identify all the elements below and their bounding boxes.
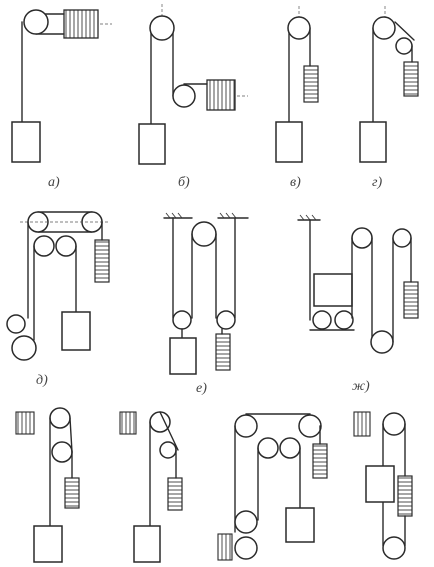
winch-drum [217, 533, 233, 561]
counterweight [94, 239, 110, 283]
pulley [11, 335, 37, 361]
counterweight [312, 443, 328, 479]
pulley [234, 414, 258, 438]
pulley [51, 441, 73, 463]
pulley [372, 16, 396, 40]
pulley [370, 330, 394, 354]
scheme-bottom-3 [217, 413, 328, 561]
pulley [382, 536, 406, 560]
winch-drum [119, 411, 137, 435]
pulley [351, 227, 373, 249]
pulley [191, 221, 217, 247]
load-block [61, 311, 91, 351]
label-g: г) [372, 175, 382, 190]
counterweight [215, 333, 231, 371]
pulley [172, 84, 196, 108]
scheme-b: б) [138, 4, 248, 190]
pulley [149, 15, 175, 41]
label-d: д) [36, 373, 48, 388]
counterweight [403, 281, 419, 319]
label-b: б) [178, 175, 190, 190]
load-block [365, 465, 395, 503]
load-block [138, 123, 166, 165]
pulley [392, 228, 412, 248]
scheme-e: е) [163, 212, 249, 396]
load-block [133, 525, 161, 563]
counterweight [397, 475, 413, 517]
winch-drum [15, 411, 35, 435]
winch-drum [353, 411, 371, 437]
counterweight [167, 477, 183, 511]
load-block [313, 273, 353, 307]
pulley [33, 235, 55, 257]
pulley [172, 310, 192, 330]
pulley [234, 536, 258, 560]
scheme-g: г) [359, 6, 419, 190]
pulley [279, 437, 301, 459]
pulley [23, 9, 49, 35]
load-block [33, 525, 63, 563]
pulley [234, 510, 258, 534]
load-block [359, 121, 387, 163]
scheme-bottom-2 [119, 411, 183, 563]
label-zh: ж) [352, 379, 370, 394]
pulley [216, 310, 236, 330]
load-block [169, 337, 197, 375]
winch-drum [206, 79, 236, 111]
pulley [159, 441, 177, 459]
pulley [298, 414, 322, 438]
scheme-zh: ж) [297, 214, 419, 394]
pulley [287, 16, 311, 40]
scheme-d: д) [6, 211, 110, 388]
scheme-bottom-1 [15, 407, 80, 563]
counterweight [64, 477, 80, 509]
scheme-bottom-4 [353, 411, 413, 560]
scheme-a: а) [11, 9, 112, 190]
pulley [149, 411, 171, 433]
label-v: в) [290, 175, 301, 190]
pulley [334, 310, 354, 330]
scheme-v: в) [275, 6, 319, 190]
load-block [11, 121, 41, 163]
pulley [257, 437, 279, 459]
load-block [275, 121, 303, 163]
winch-drum [63, 9, 99, 39]
counterweight [303, 65, 319, 103]
label-e: е) [196, 381, 207, 396]
pulley [382, 412, 406, 436]
pulley [6, 314, 26, 334]
counterweight [403, 61, 419, 97]
pulley [49, 407, 71, 429]
label-a: а) [48, 175, 60, 190]
load-block [285, 507, 315, 543]
pulley [55, 235, 77, 257]
pulley [395, 37, 413, 55]
pulley [312, 310, 332, 330]
